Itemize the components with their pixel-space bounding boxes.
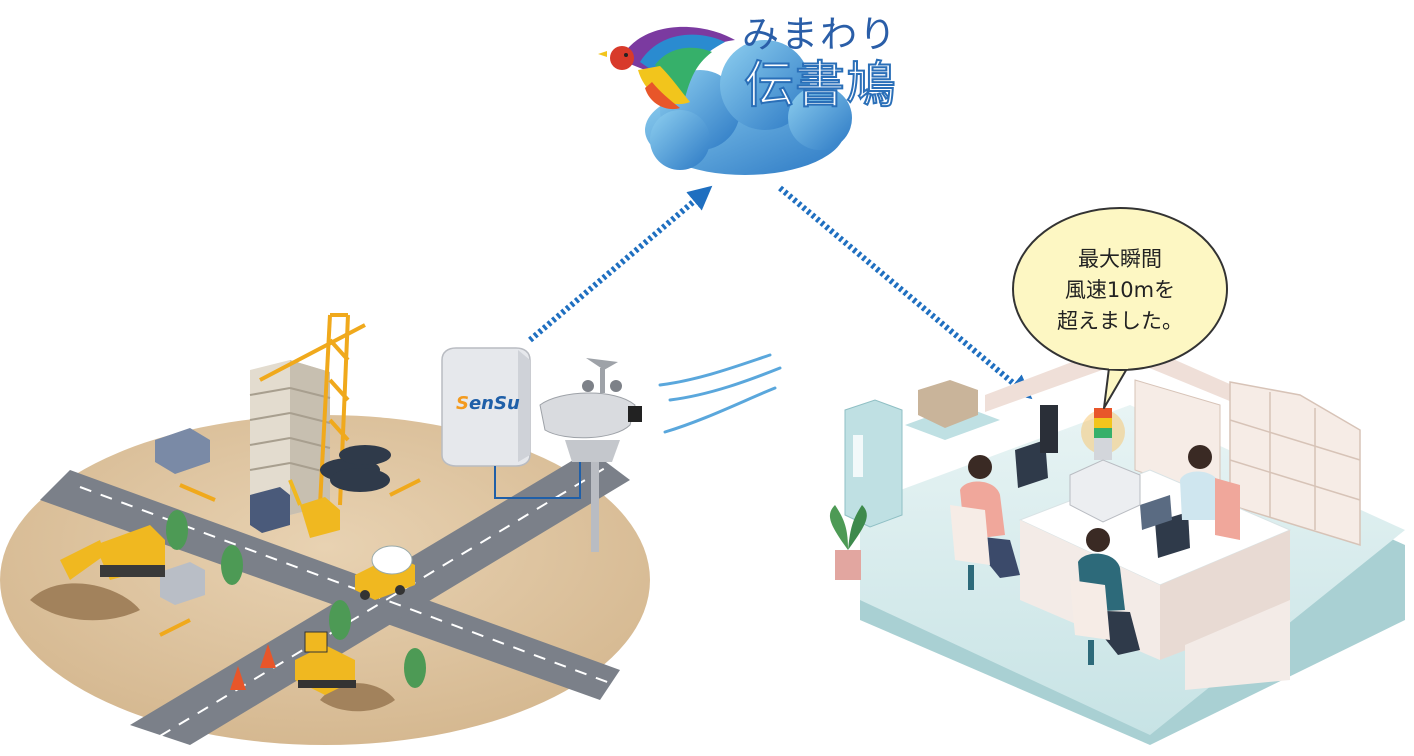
traffic-cones [230, 644, 276, 690]
carrier-pigeon-icon [598, 26, 735, 110]
pipes [320, 445, 391, 492]
office-scene [829, 340, 1405, 745]
weather-station-icon [539, 358, 642, 552]
sensu-gateway-box [441, 347, 531, 467]
mini-excavator [288, 479, 340, 538]
laptops [1015, 440, 1190, 558]
construction-site [0, 313, 650, 745]
trees [166, 510, 426, 688]
bulldozer [295, 631, 356, 695]
potted-plant [829, 505, 867, 580]
bookshelf [1229, 381, 1361, 547]
wind-icon [658, 353, 782, 434]
worker-woman [950, 455, 1020, 590]
material-pallet [160, 562, 205, 605]
sensu-logo-rest: enSu [468, 393, 520, 414]
road-barriers [159, 478, 421, 637]
downlink-arrow [778, 185, 1033, 400]
dirt-pile [30, 583, 140, 621]
material-stack [250, 487, 290, 533]
building-under-construction [249, 360, 331, 515]
alert-message: 最大瞬間 風速10mを 超えました。 [1030, 244, 1210, 337]
sensu-logo: SenSu [456, 395, 520, 413]
worker-man-front [1070, 528, 1140, 665]
alert-speech-bubble [1012, 207, 1228, 409]
uplink-arrow [528, 185, 713, 343]
water-dispenser [844, 399, 903, 528]
router-icon [1040, 405, 1058, 453]
signal-tower-lamp [1069, 408, 1141, 523]
brand-title: 伝書鳩 [743, 56, 897, 114]
worker-man-right [1180, 445, 1240, 540]
connection-cable [494, 462, 581, 499]
dirt-pile-2 [320, 683, 395, 712]
alert-line-2: 風速10mを [1064, 278, 1176, 302]
alert-line-1: 最大瞬間 [1078, 247, 1162, 271]
sensu-logo-s: S [456, 393, 469, 414]
cement-mixer-truck [355, 545, 415, 600]
excavator [60, 525, 165, 580]
alert-line-3: 超えました。 [1057, 309, 1183, 333]
side-table [905, 380, 1000, 440]
site-container [155, 428, 210, 474]
brand-subtitle: みまわり [742, 13, 898, 56]
